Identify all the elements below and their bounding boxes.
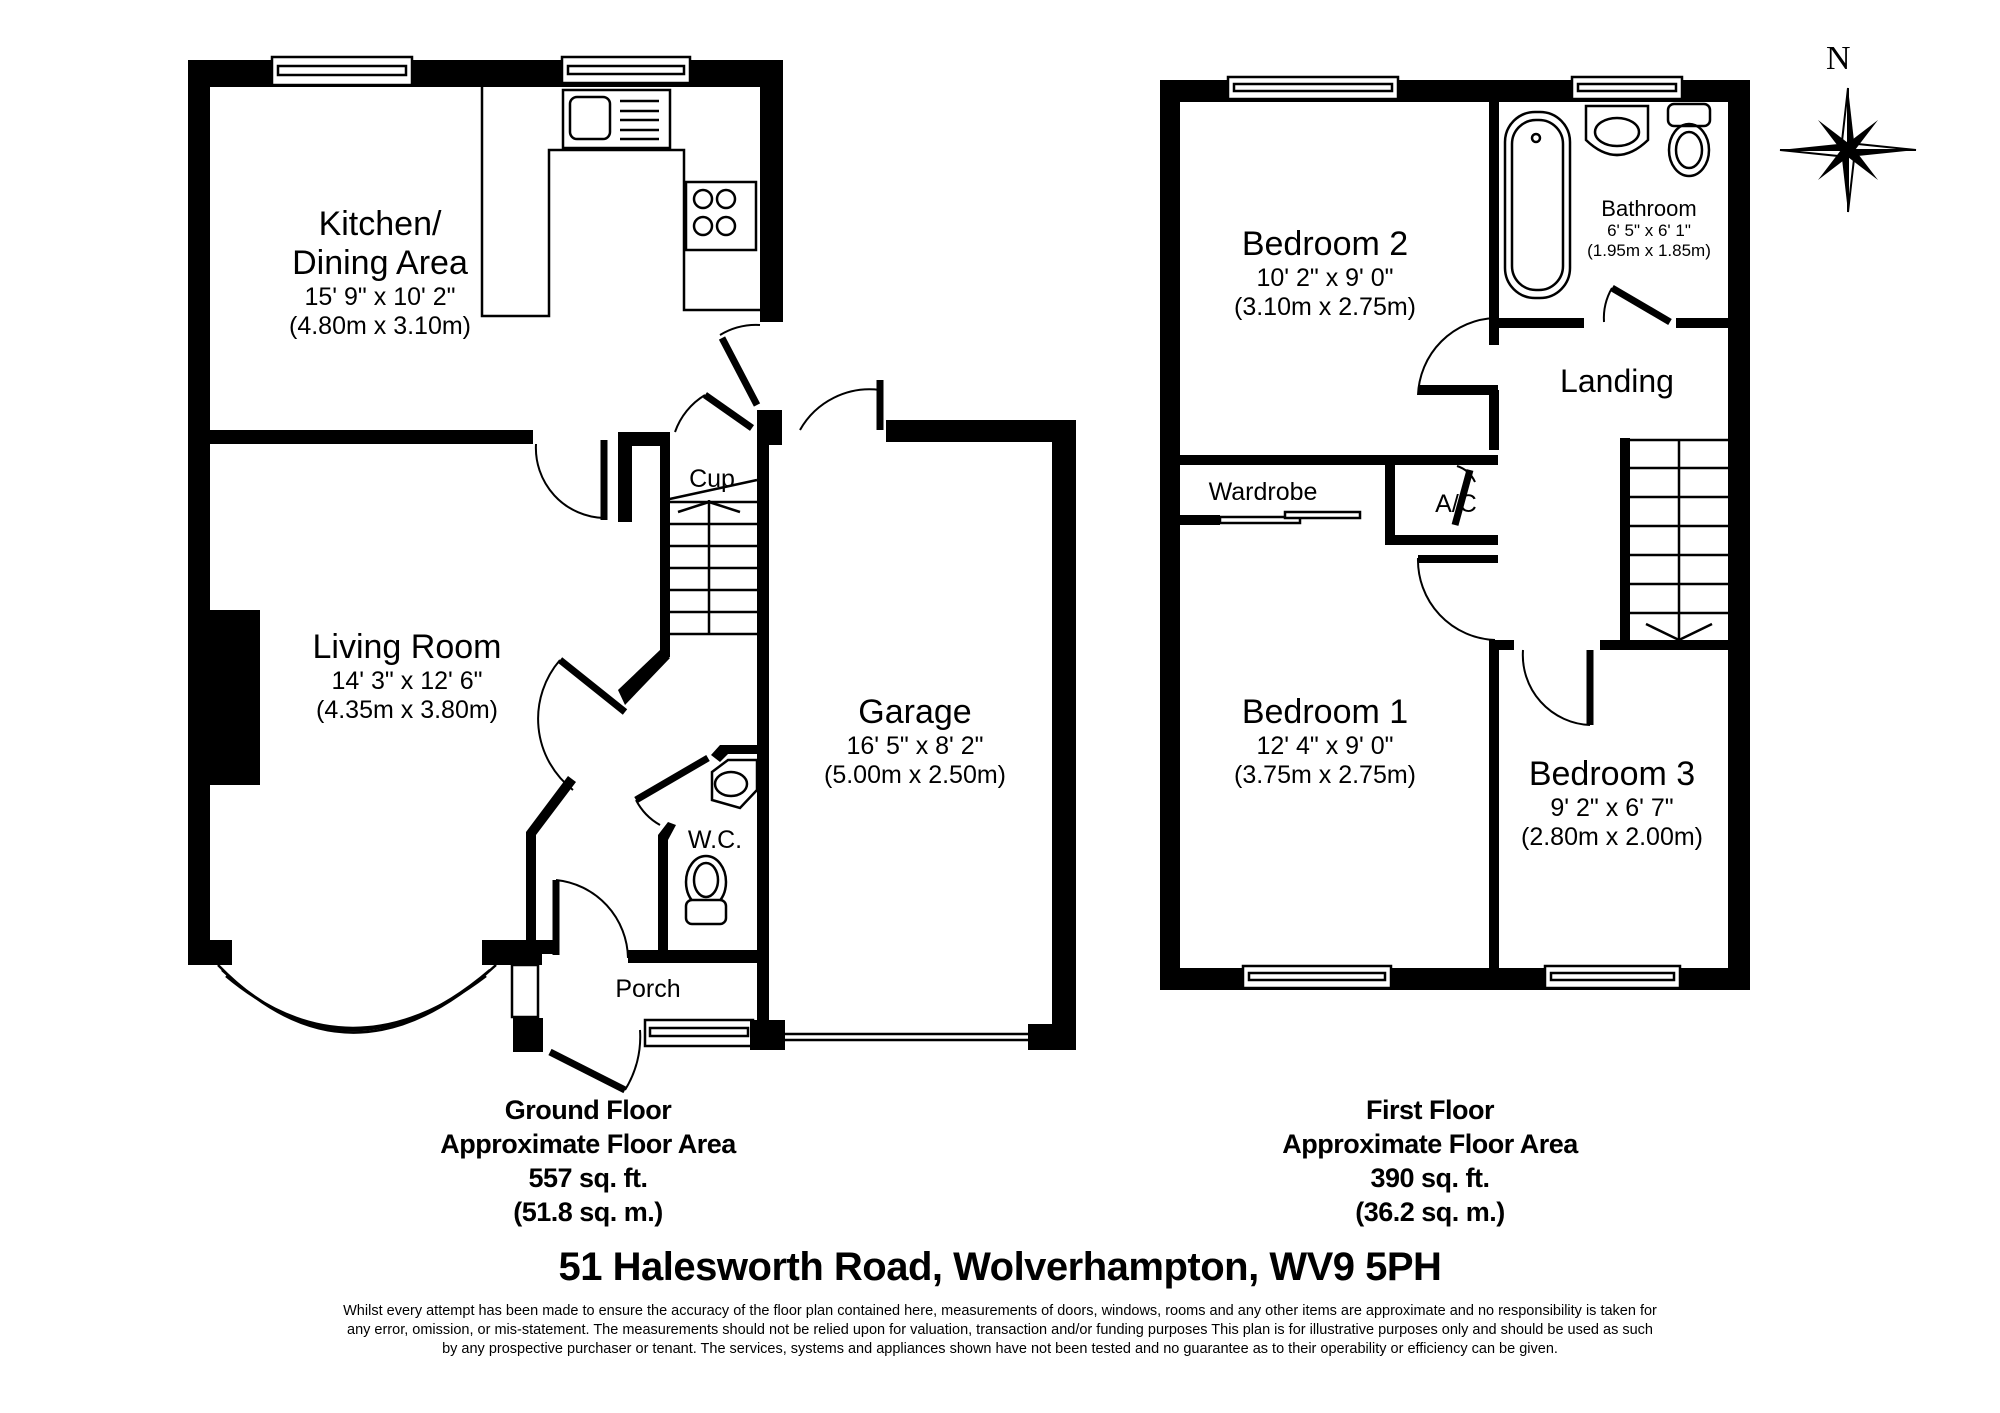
room-name: Bedroom 2 [1241,225,1409,263]
room-label-kitchen: Kitchen/ Dining Area 15' 9" x 10' 2" (4.… [289,205,471,341]
room-dims-metric: (4.35m x 3.80m) [315,695,499,724]
room-name: Living Room [312,628,502,666]
floor-area-sqft: 557 sq. ft. [528,1163,648,1193]
room-name: Bathroom [1601,196,1697,221]
window [1226,75,1684,990]
staircase [664,478,758,636]
staircase [1620,438,1728,643]
room-label-wc: W.C. [688,826,742,855]
room-name: Bedroom 3 [1528,755,1696,793]
first-floor-area: First Floor Approximate Floor Area 390 s… [1282,1093,1578,1229]
first-floor-plan [1160,75,1750,990]
room-dims-imperial: 10' 2" x 9' 0" [1256,264,1394,293]
room-name: Porch [615,975,681,1003]
room-dims-metric: (4.80m x 3.10m) [288,311,472,340]
floor-title: Ground Floor [504,1095,672,1125]
toilet-icon [684,854,728,926]
disclaimer-line: by any prospective purchaser or tenant. … [442,1341,1558,1357]
room-name: Cup [689,465,735,493]
bathtub-icon [1503,110,1572,300]
room-dims-metric: (3.10m x 2.75m) [1233,292,1417,321]
room-label-landing: Landing [1560,363,1674,400]
basin-icon [1584,104,1650,157]
room-dims-metric: (5.00m x 2.50m) [823,760,1007,789]
ground-floor-plan [188,55,1076,1094]
floor-area-label: Approximate Floor Area [440,1129,736,1159]
room-label-porch: Porch [615,975,680,1004]
floor-area-label: Approximate Floor Area [1282,1129,1578,1159]
room-dims-imperial: 15' 9" x 10' 2" [304,283,456,312]
disclaimer-line: Whilst every attempt has been made to en… [343,1303,1657,1319]
room-name-line2: Dining Area [292,244,468,283]
room-label-airing-cupboard: A/C [1435,490,1477,519]
bay-window [217,964,497,1034]
room-dims-metric: (1.95m x 1.85m) [1587,240,1711,260]
room-name: Landing [1560,363,1674,399]
room-dims-imperial: 9' 2" x 6' 7" [1550,794,1674,823]
room-label-bedroom-3: Bedroom 3 9' 2" x 6' 7" (2.80m x 2.00m) [1521,755,1703,852]
room-label-cupboard: Cup [689,465,735,494]
window [270,55,692,87]
floor-area-sqm: (51.8 sq. m.) [513,1197,663,1227]
room-dims-imperial: 6' 5" x 6' 1" [1607,221,1691,241]
room-dims-metric: (2.80m x 2.00m) [1520,822,1704,851]
room-dims-metric: (3.75m x 2.75m) [1233,760,1417,789]
room-name: Kitchen/ [318,205,442,243]
room-label-wardrobe: Wardrobe [1209,478,1318,507]
ground-floor-area: Ground Floor Approximate Floor Area 557 … [440,1093,736,1229]
toilet-icon [1666,102,1712,178]
room-label-living-room: Living Room 14' 3" x 12' 6" (4.35m x 3.8… [313,628,502,725]
property-address: 51 Halesworth Road, Wolverhampton, WV9 5… [558,1245,1442,1289]
room-name: W.C. [687,826,743,854]
basin-icon [710,758,759,810]
room-label-bathroom: Bathroom 6' 5" x 6' 1" (1.95m x 1.85m) [1587,196,1711,260]
disclaimer: Whilst every attempt has been made to en… [225,1302,1775,1359]
compass-rose-icon [1779,87,1917,213]
compass-north-label: N [1826,40,1851,77]
room-label-bedroom-2: Bedroom 2 10' 2" x 9' 0" (3.10m x 2.75m) [1234,225,1416,322]
floor-title: First Floor [1366,1095,1494,1125]
room-label-garage: Garage 16' 5" x 8' 2" (5.00m x 2.50m) [824,693,1006,790]
floor-area-sqm: (36.2 sq. m.) [1355,1197,1505,1227]
room-name: Wardrobe [1208,478,1318,506]
floor-area-sqft: 390 sq. ft. [1370,1163,1490,1193]
room-name: A/C [1435,490,1477,518]
room-dims-imperial: 12' 4" x 9' 0" [1256,732,1394,761]
room-dims-imperial: 16' 5" x 8' 2" [846,732,984,761]
room-label-bedroom-1: Bedroom 1 12' 4" x 9' 0" (3.75m x 2.75m) [1234,693,1416,790]
room-name: Garage [858,693,972,731]
kitchen-units [480,84,760,318]
room-name: Bedroom 1 [1241,693,1409,731]
disclaimer-line: any error, omission, or mis-statement. T… [347,1322,1653,1338]
room-dims-imperial: 14' 3" x 12' 6" [331,667,483,696]
